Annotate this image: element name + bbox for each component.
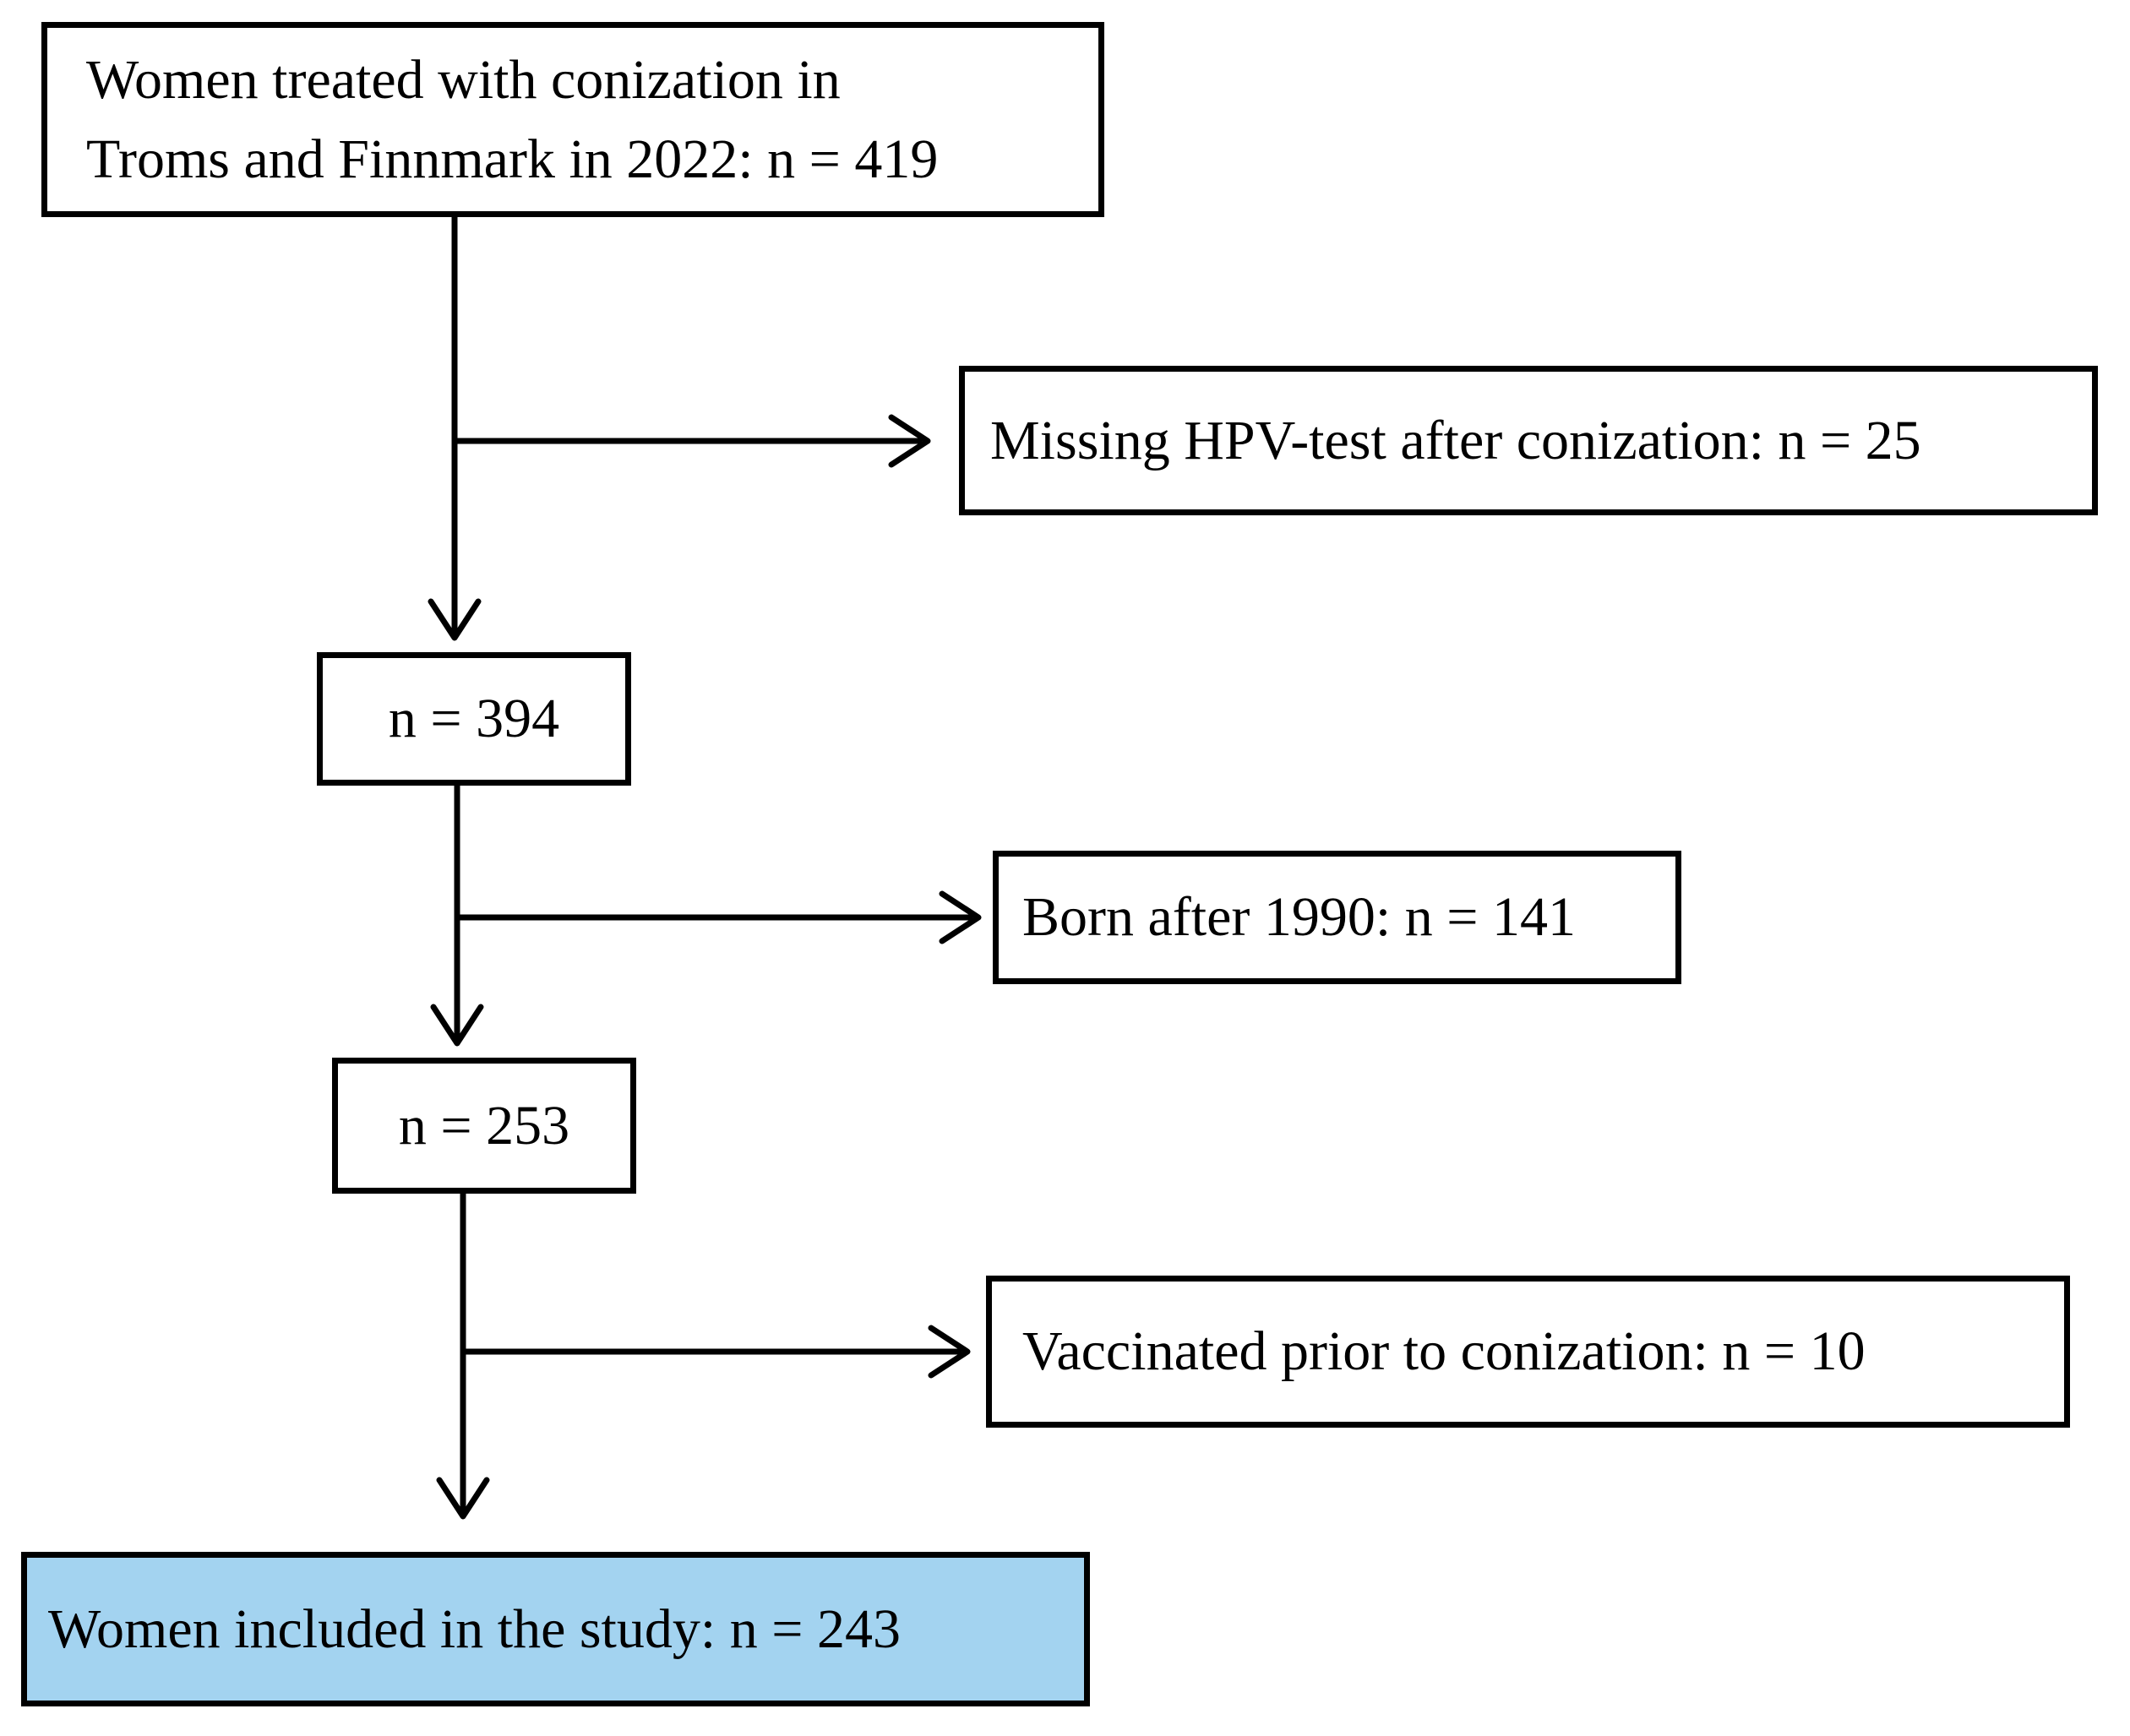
arrow-n394-to-n253 [430,782,484,1047]
node-excluded-vaccinated: Vaccinated prior to conization: n = 10 [986,1276,2070,1428]
node-source-line1: Women treated with conization in [86,48,841,111]
node-after-born-filter: n = 253 [332,1058,636,1194]
node-after-missing-hpv: n = 394 [317,652,631,786]
arrow-branch-missing-hpv [451,414,931,468]
node-excluded-missing-hpv-label: Missing HPV-test after conization: n = 2… [990,409,1921,471]
node-source-population: Women treated with conization in Troms a… [41,22,1104,217]
arrow-source-to-n394 [428,214,482,641]
node-excluded-born-after-1990-label: Born after 1990: n = 141 [1022,886,1576,949]
node-excluded-missing-hpv: Missing HPV-test after conization: n = 2… [959,366,2098,515]
arrow-n253-to-included [436,1190,490,1520]
node-included-in-study-label: Women included in the study: n = 243 [48,1597,901,1660]
node-included-in-study: Women included in the study: n = 243 [21,1552,1090,1706]
node-after-missing-hpv-label: n = 394 [388,688,560,750]
node-after-born-filter-label: n = 253 [398,1094,570,1156]
node-excluded-vaccinated-label: Vaccinated prior to conization: n = 10 [1022,1320,1866,1383]
arrow-branch-born-after-1990 [454,890,982,944]
node-source-line2: Troms and Finnmark in 2022: n = 419 [86,128,939,190]
arrow-branch-vaccinated [460,1325,971,1379]
node-excluded-born-after-1990: Born after 1990: n = 141 [993,851,1681,984]
